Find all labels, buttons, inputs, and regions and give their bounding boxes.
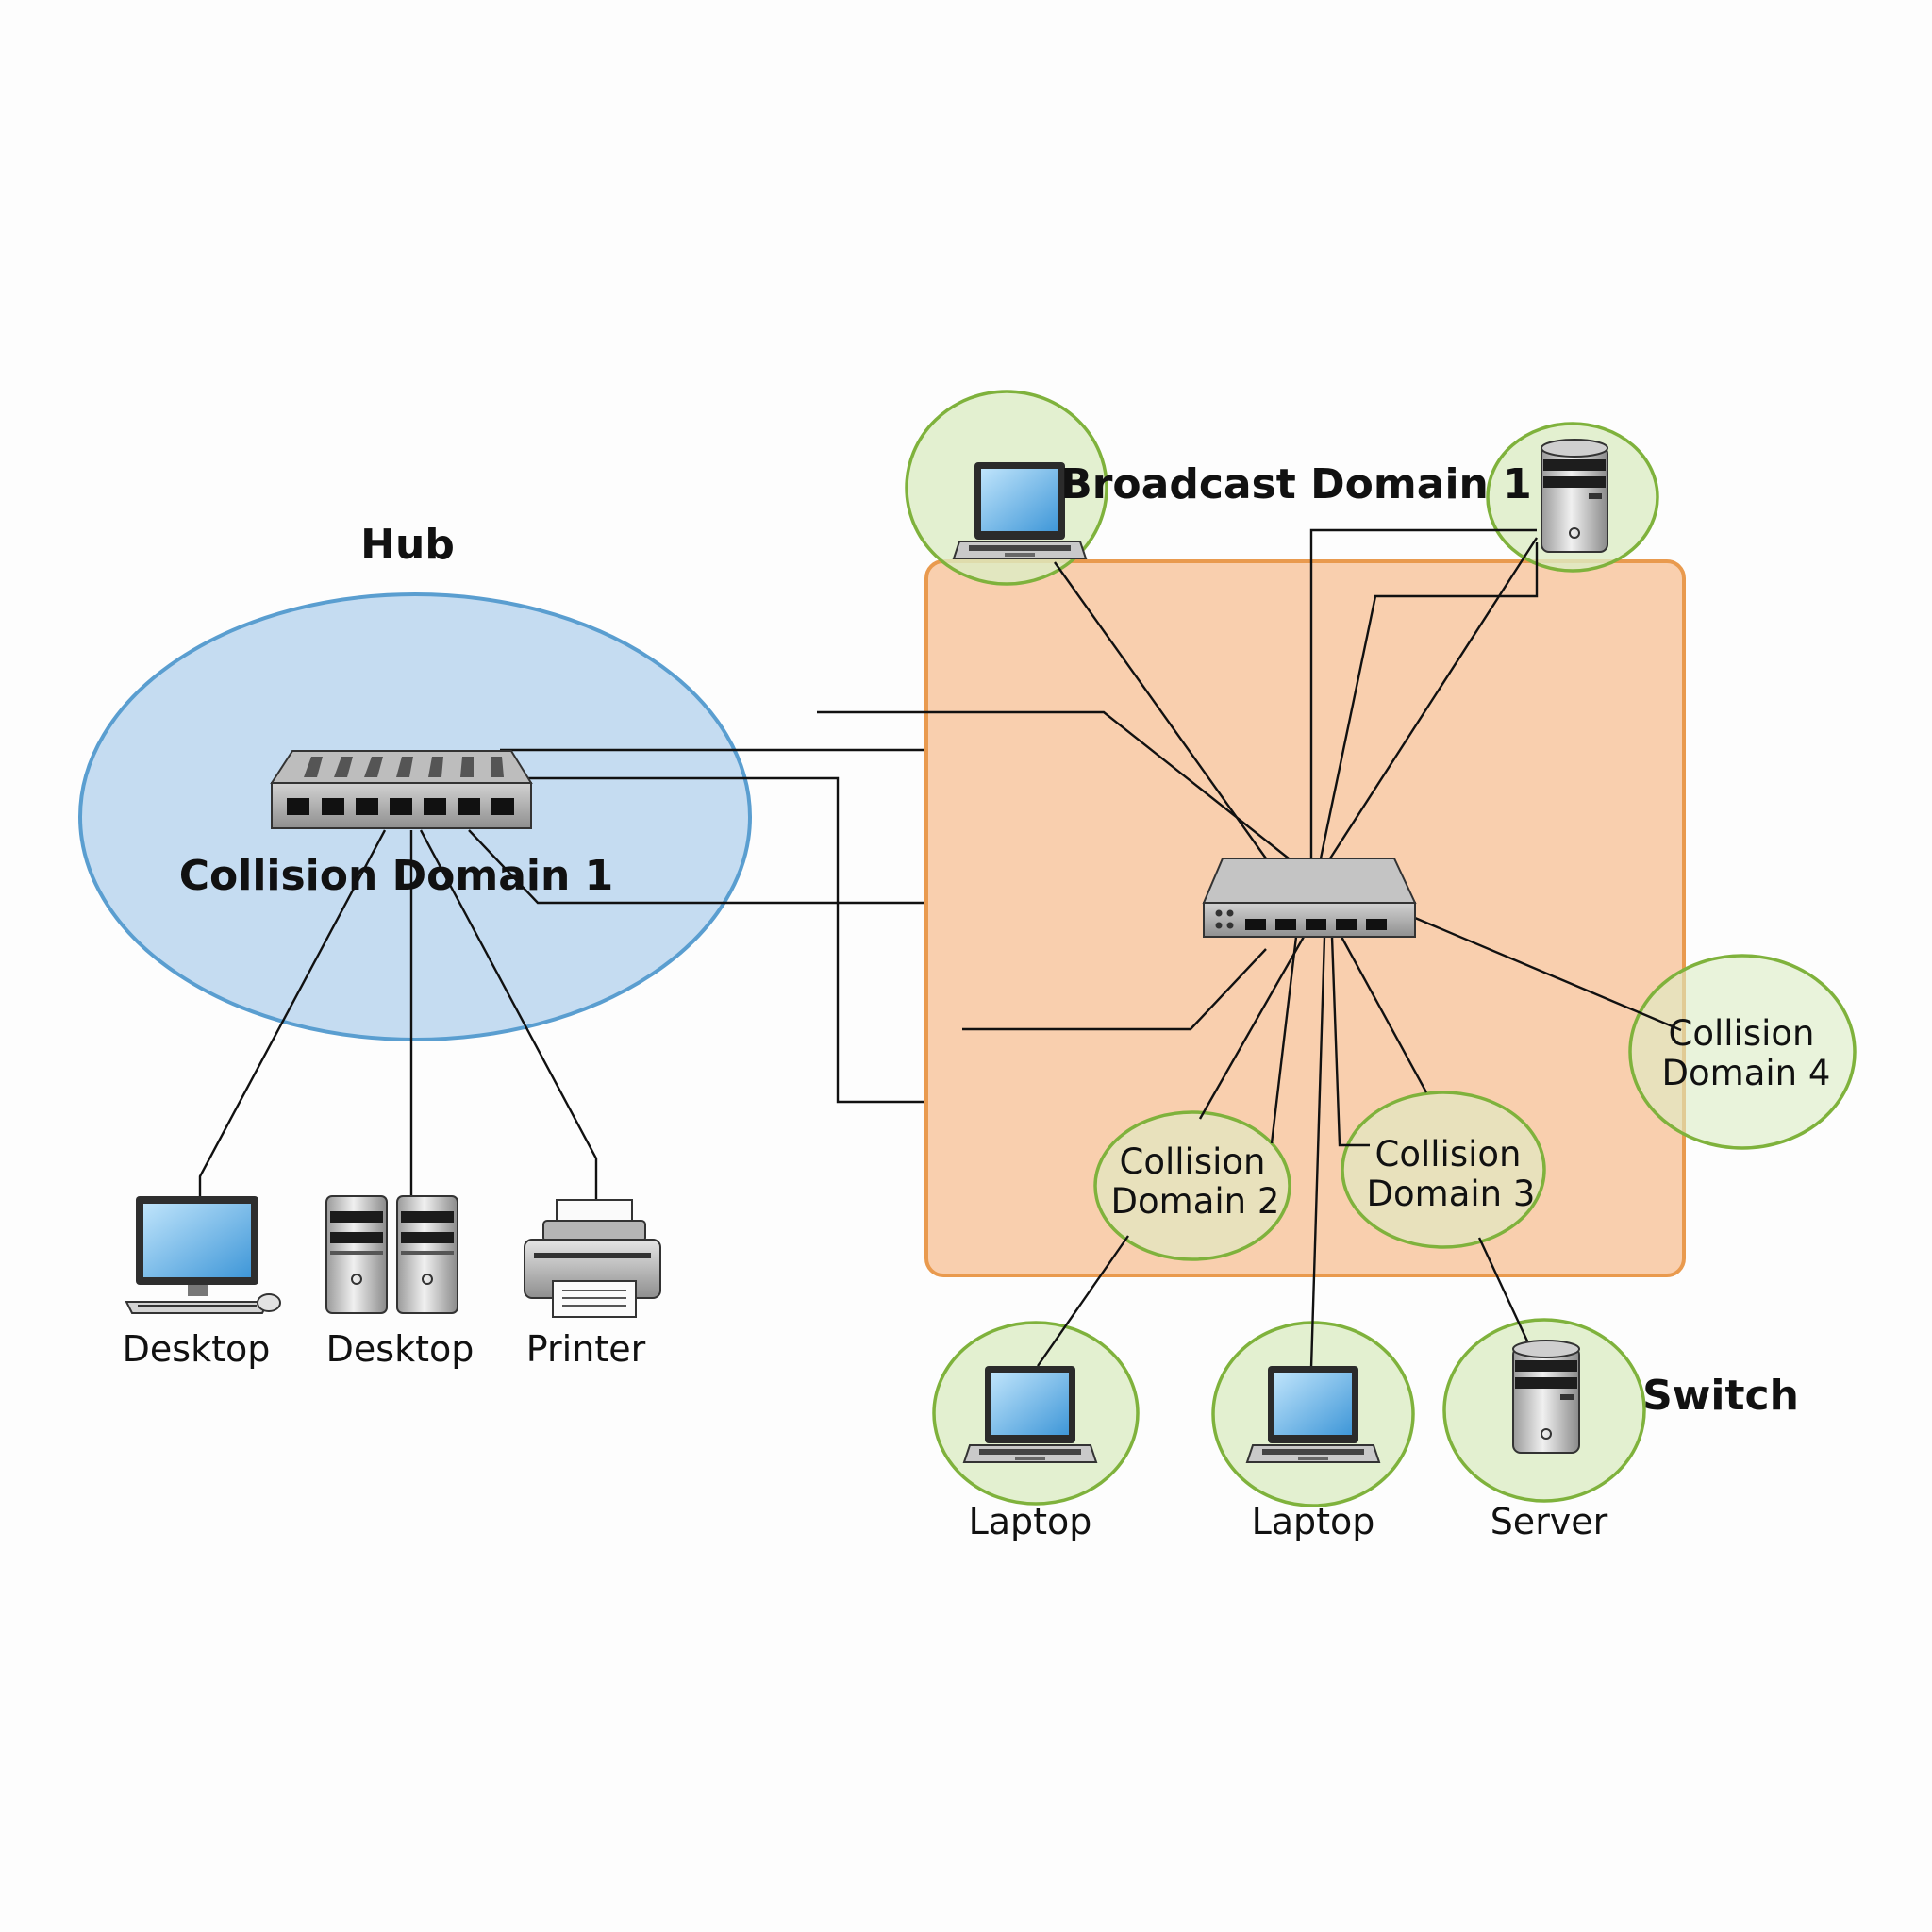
collision-domain-2-to-laptop-cable bbox=[1037, 1235, 1129, 1367]
printer-icon[interactable] bbox=[524, 1199, 661, 1318]
hub-to-printer-cable bbox=[419, 829, 598, 1203]
collision-domain-2-label-line1: Collision bbox=[1120, 1141, 1266, 1182]
collision-domain-3-label-line1: Collision bbox=[1375, 1134, 1522, 1174]
desktop-icon[interactable] bbox=[125, 1196, 281, 1314]
hub-device[interactable] bbox=[270, 750, 533, 829]
switch-device-label-2: Laptop bbox=[1252, 1501, 1375, 1542]
collision-domain-4-circle bbox=[1628, 954, 1857, 1150]
collision-domain-4-label-line1: Collision bbox=[1669, 1013, 1815, 1054]
switch-uplink-top bbox=[817, 710, 1290, 859]
switch-to-collision-domain-2-cable-b bbox=[1270, 936, 1298, 1144]
switch-to-top-laptop-cable bbox=[1054, 561, 1267, 859]
collision-domain-3-circle bbox=[1341, 1091, 1546, 1249]
hub-device-label-3: Printer bbox=[526, 1328, 646, 1370]
switch-to-bottom-laptop-2-cable bbox=[1309, 936, 1326, 1369]
collision-domain-1-label: Collision Domain 1 bbox=[179, 852, 614, 900]
tower-pc-icon[interactable] bbox=[325, 1195, 458, 1314]
collision-domain-3-to-server-cable bbox=[1477, 1237, 1532, 1348]
collision-domain-3-label-line2: Domain 3 bbox=[1367, 1174, 1536, 1214]
switch-to-top-server-cable-3 bbox=[1328, 537, 1539, 859]
hub-title: Hub bbox=[360, 521, 455, 569]
collision-domain-2-label-line2: Domain 2 bbox=[1111, 1181, 1280, 1222]
hub-device-label-1: Desktop bbox=[123, 1328, 271, 1370]
switch-to-top-server-cable-1 bbox=[1309, 528, 1537, 858]
server-icon-top[interactable] bbox=[1541, 439, 1608, 553]
broadcast-domain-1-label: Broadcast Domain 1 bbox=[1060, 460, 1532, 508]
collision-domain-2-circle bbox=[1093, 1110, 1291, 1261]
switch-to-collision-domain-2-cable bbox=[1198, 936, 1306, 1120]
hub-device-label-2: Desktop bbox=[326, 1328, 475, 1370]
switch-title: Switch bbox=[1642, 1372, 1799, 1420]
switch-device-label-1: Laptop bbox=[969, 1501, 1092, 1542]
switch-to-collision-domain-4-cable bbox=[1414, 916, 1682, 1032]
switch-device-label-3: Server bbox=[1491, 1501, 1608, 1542]
switch-device[interactable] bbox=[1202, 858, 1417, 938]
switch-to-collision-domain-3-cable-b bbox=[1340, 936, 1428, 1093]
switch-to-top-server-cable-2 bbox=[1319, 542, 1539, 859]
collision-domain-4-label-line2: Domain 4 bbox=[1662, 1053, 1831, 1093]
switch-uplink-left bbox=[962, 948, 1267, 1031]
switch-to-collision-domain-3-cable bbox=[1330, 936, 1370, 1147]
server-icon-bottom[interactable] bbox=[1512, 1340, 1580, 1454]
hub-to-desktop-cable bbox=[198, 829, 387, 1198]
